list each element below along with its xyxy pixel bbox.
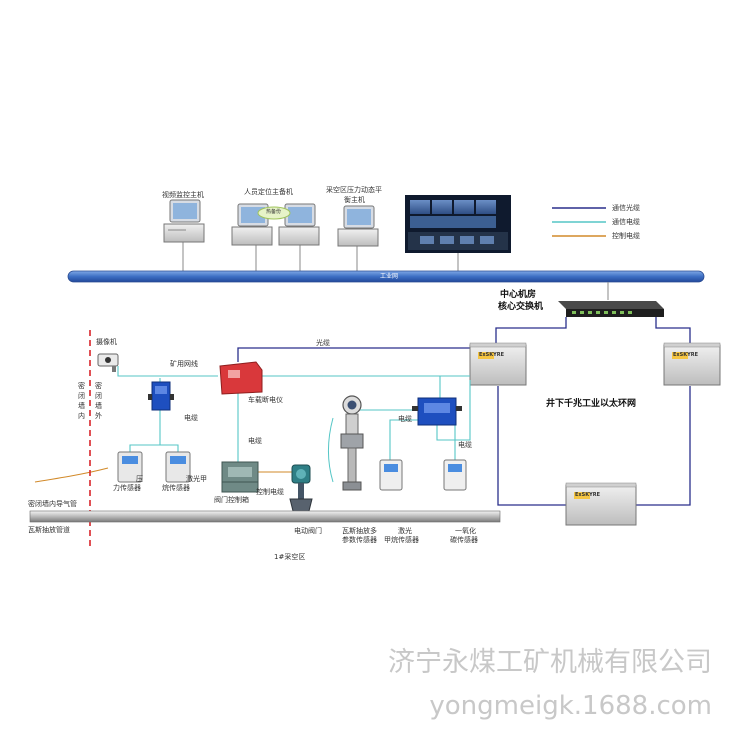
co-sensor-icon: [443, 459, 467, 491]
power-off-device-icon: [219, 361, 263, 395]
core-switch-title: 核心交换机: [498, 302, 544, 312]
gas-drainage-pipe: [29, 510, 501, 523]
legend-label-control-cable: 控制电缆: [612, 232, 640, 240]
pressure-sensor-label-1: 压: [136, 475, 143, 483]
legend: [552, 207, 606, 237]
power-off-label: 车载断电仪: [248, 396, 283, 404]
junction-box-small-icon: [148, 381, 174, 411]
control-room-image: [405, 195, 511, 253]
camera-label: 摄像机: [96, 338, 117, 346]
video-host-computer-icon: [163, 199, 205, 243]
pressure-host-computer-icon: [337, 205, 379, 247]
personnel-host-label: 人员定位主备机: [244, 188, 293, 196]
laser-methane-sensor-b-icon: [379, 459, 403, 491]
ring-node-bottom-brand: ExSKYRE: [575, 492, 601, 498]
cable-label-c: 电缆: [398, 415, 412, 423]
cable-label-a: 电缆: [184, 414, 198, 422]
multi-parameter-sensor-icon: [328, 395, 364, 491]
laser-methane-a-label-1: 激光甲: [186, 475, 207, 483]
co-sensor-label-2: 碳传感器: [450, 536, 478, 544]
watermark-url: yongmeigk.1688.com: [429, 691, 712, 721]
electric-valve-icon: [289, 464, 313, 516]
ring-node-bottom-icon: [565, 482, 637, 526]
junction-box-large-icon: [412, 397, 462, 426]
wall-outer-4: 外: [95, 412, 102, 420]
wall-outer-2: 闭: [95, 392, 102, 400]
legend-label-fiber: 通信光缆: [612, 204, 640, 212]
multi-param-label-1: 瓦斯抽放多: [342, 527, 377, 535]
pressure-sensor-icon: [117, 451, 143, 483]
electric-valve-label: 电动阀门: [294, 527, 322, 535]
valve-control-box-icon: [221, 461, 259, 493]
network-bus-label: 工业网: [380, 273, 399, 280]
inner-pipe-label: 密闭墙内导气管: [28, 500, 77, 508]
personnel-host-backup-icon: [278, 203, 320, 246]
wall-inner-2: 闭: [78, 392, 85, 400]
ring-node-right-icon: [663, 342, 721, 386]
wall-inner-3: 墙: [78, 402, 85, 410]
hot-standby-badge: [257, 206, 291, 220]
video-host-label: 视频监控主机: [162, 191, 204, 199]
ring-node-right-brand: ExSKYRE: [673, 352, 699, 358]
goaf-label: 1#采空区: [274, 553, 306, 561]
pressure-sensor-label-2: 力传感器: [113, 484, 141, 492]
fiber-label: 光缆: [316, 339, 330, 347]
core-room-title: 中心机房: [500, 290, 537, 300]
industrial-network-bus: [67, 270, 705, 283]
laser-methane-a-label-2: 烷传感器: [162, 484, 190, 492]
hot-standby-label: 热备份: [266, 209, 282, 215]
ring-node-left-icon: [469, 342, 527, 386]
camera-icon: [97, 353, 119, 372]
wall-outer-3: 墙: [95, 402, 102, 410]
ring-network-label: 井下千兆工业以太环网: [546, 399, 637, 409]
watermark-company: 济宁永煤工矿机械有限公司: [388, 647, 712, 678]
ring-node-left-brand: ExSKYRE: [479, 352, 505, 358]
laser-methane-b-label-1: 激光: [398, 527, 412, 535]
gas-pipe-label: 瓦斯抽放管道: [28, 526, 70, 534]
multi-param-label-2: 参数传感器: [342, 536, 377, 544]
laser-methane-sensor-a-icon: [165, 451, 191, 483]
pressure-host-label-line1: 采空区压力动态平: [326, 186, 382, 194]
wall-inner-4: 内: [78, 412, 85, 420]
mine-cable-label: 矿用网线: [170, 360, 198, 368]
control-cable-label: 控制电缆: [256, 488, 284, 496]
wall-outer-1: 密: [95, 382, 102, 390]
laser-methane-b-label-2: 甲烷传感器: [384, 536, 419, 544]
co-sensor-label-1: 一氧化: [455, 527, 476, 535]
cable-label-d: 电缆: [458, 441, 472, 449]
wall-inner-1: 密: [78, 382, 85, 390]
cable-label-b: 电缆: [248, 437, 262, 445]
pressure-host-label-line2: 衡主机: [344, 196, 365, 204]
legend-label-comm-cable: 通信电缆: [612, 218, 640, 226]
core-switch-icon: [558, 301, 664, 317]
valve-box-label: 阀门控制箱: [214, 496, 249, 504]
